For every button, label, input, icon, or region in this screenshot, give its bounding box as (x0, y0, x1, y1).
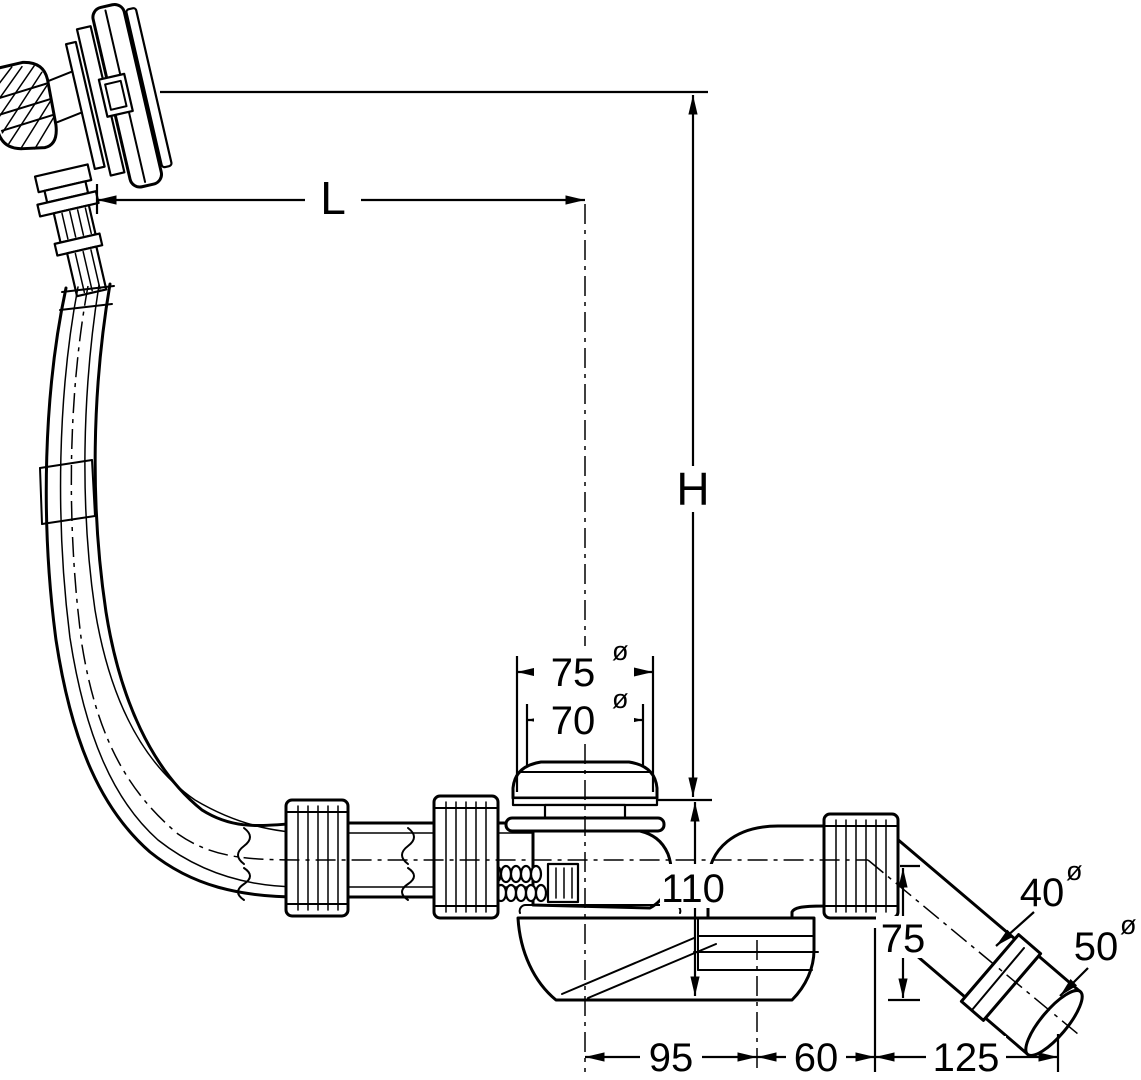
cable-corrugation (489, 862, 580, 904)
flex-marks (237, 827, 415, 901)
dim-label-75dia: 75 (551, 651, 596, 695)
dim-label-95: 95 (649, 1036, 694, 1080)
dim-label-75drop: 75 (881, 917, 926, 961)
leader-50dia (1059, 967, 1089, 997)
dim-label-70dia: 70 (551, 699, 596, 743)
bezel-plate-front (125, 7, 173, 169)
dim-label-125: 125 (933, 1036, 1000, 1080)
overflow-filler-assembly (0, 3, 173, 298)
hose-nut-2 (432, 794, 500, 920)
dia-symbol-75: ø (612, 636, 629, 666)
dim-label-L: L (320, 172, 346, 224)
dim-label-H: H (676, 463, 709, 515)
hose-inner-wall-bottom (59, 286, 541, 888)
dia-symbol-50: ø (1120, 910, 1137, 940)
hose-sleeve (39, 459, 96, 525)
bezel-plate-back (64, 40, 106, 171)
overflow-connector-stack (33, 163, 108, 298)
dim-label-60: 60 (794, 1036, 839, 1080)
knob-ribs (0, 82, 54, 132)
trap-bowl (516, 916, 816, 1002)
hose-inner-wall-top (84, 284, 546, 834)
leader-40dia (995, 911, 1035, 947)
knob-hatching (0, 65, 55, 150)
dia-symbol-70: ø (612, 684, 629, 714)
drain-valve-assembly (489, 760, 819, 1002)
dim-label-50dia: 50 (1074, 925, 1119, 969)
dia-symbol-40: ø (1066, 856, 1083, 886)
dim-label-40dia: 40 (1020, 871, 1065, 915)
hose-nut-1 (284, 798, 350, 918)
outlet-nut (822, 812, 900, 920)
dim-label-110: 110 (661, 867, 725, 911)
dimensions: H L 75 ø 70 ø 110 75 40 ø 50 (95, 90, 1137, 1080)
flexible-overflow-hose (39, 282, 547, 901)
